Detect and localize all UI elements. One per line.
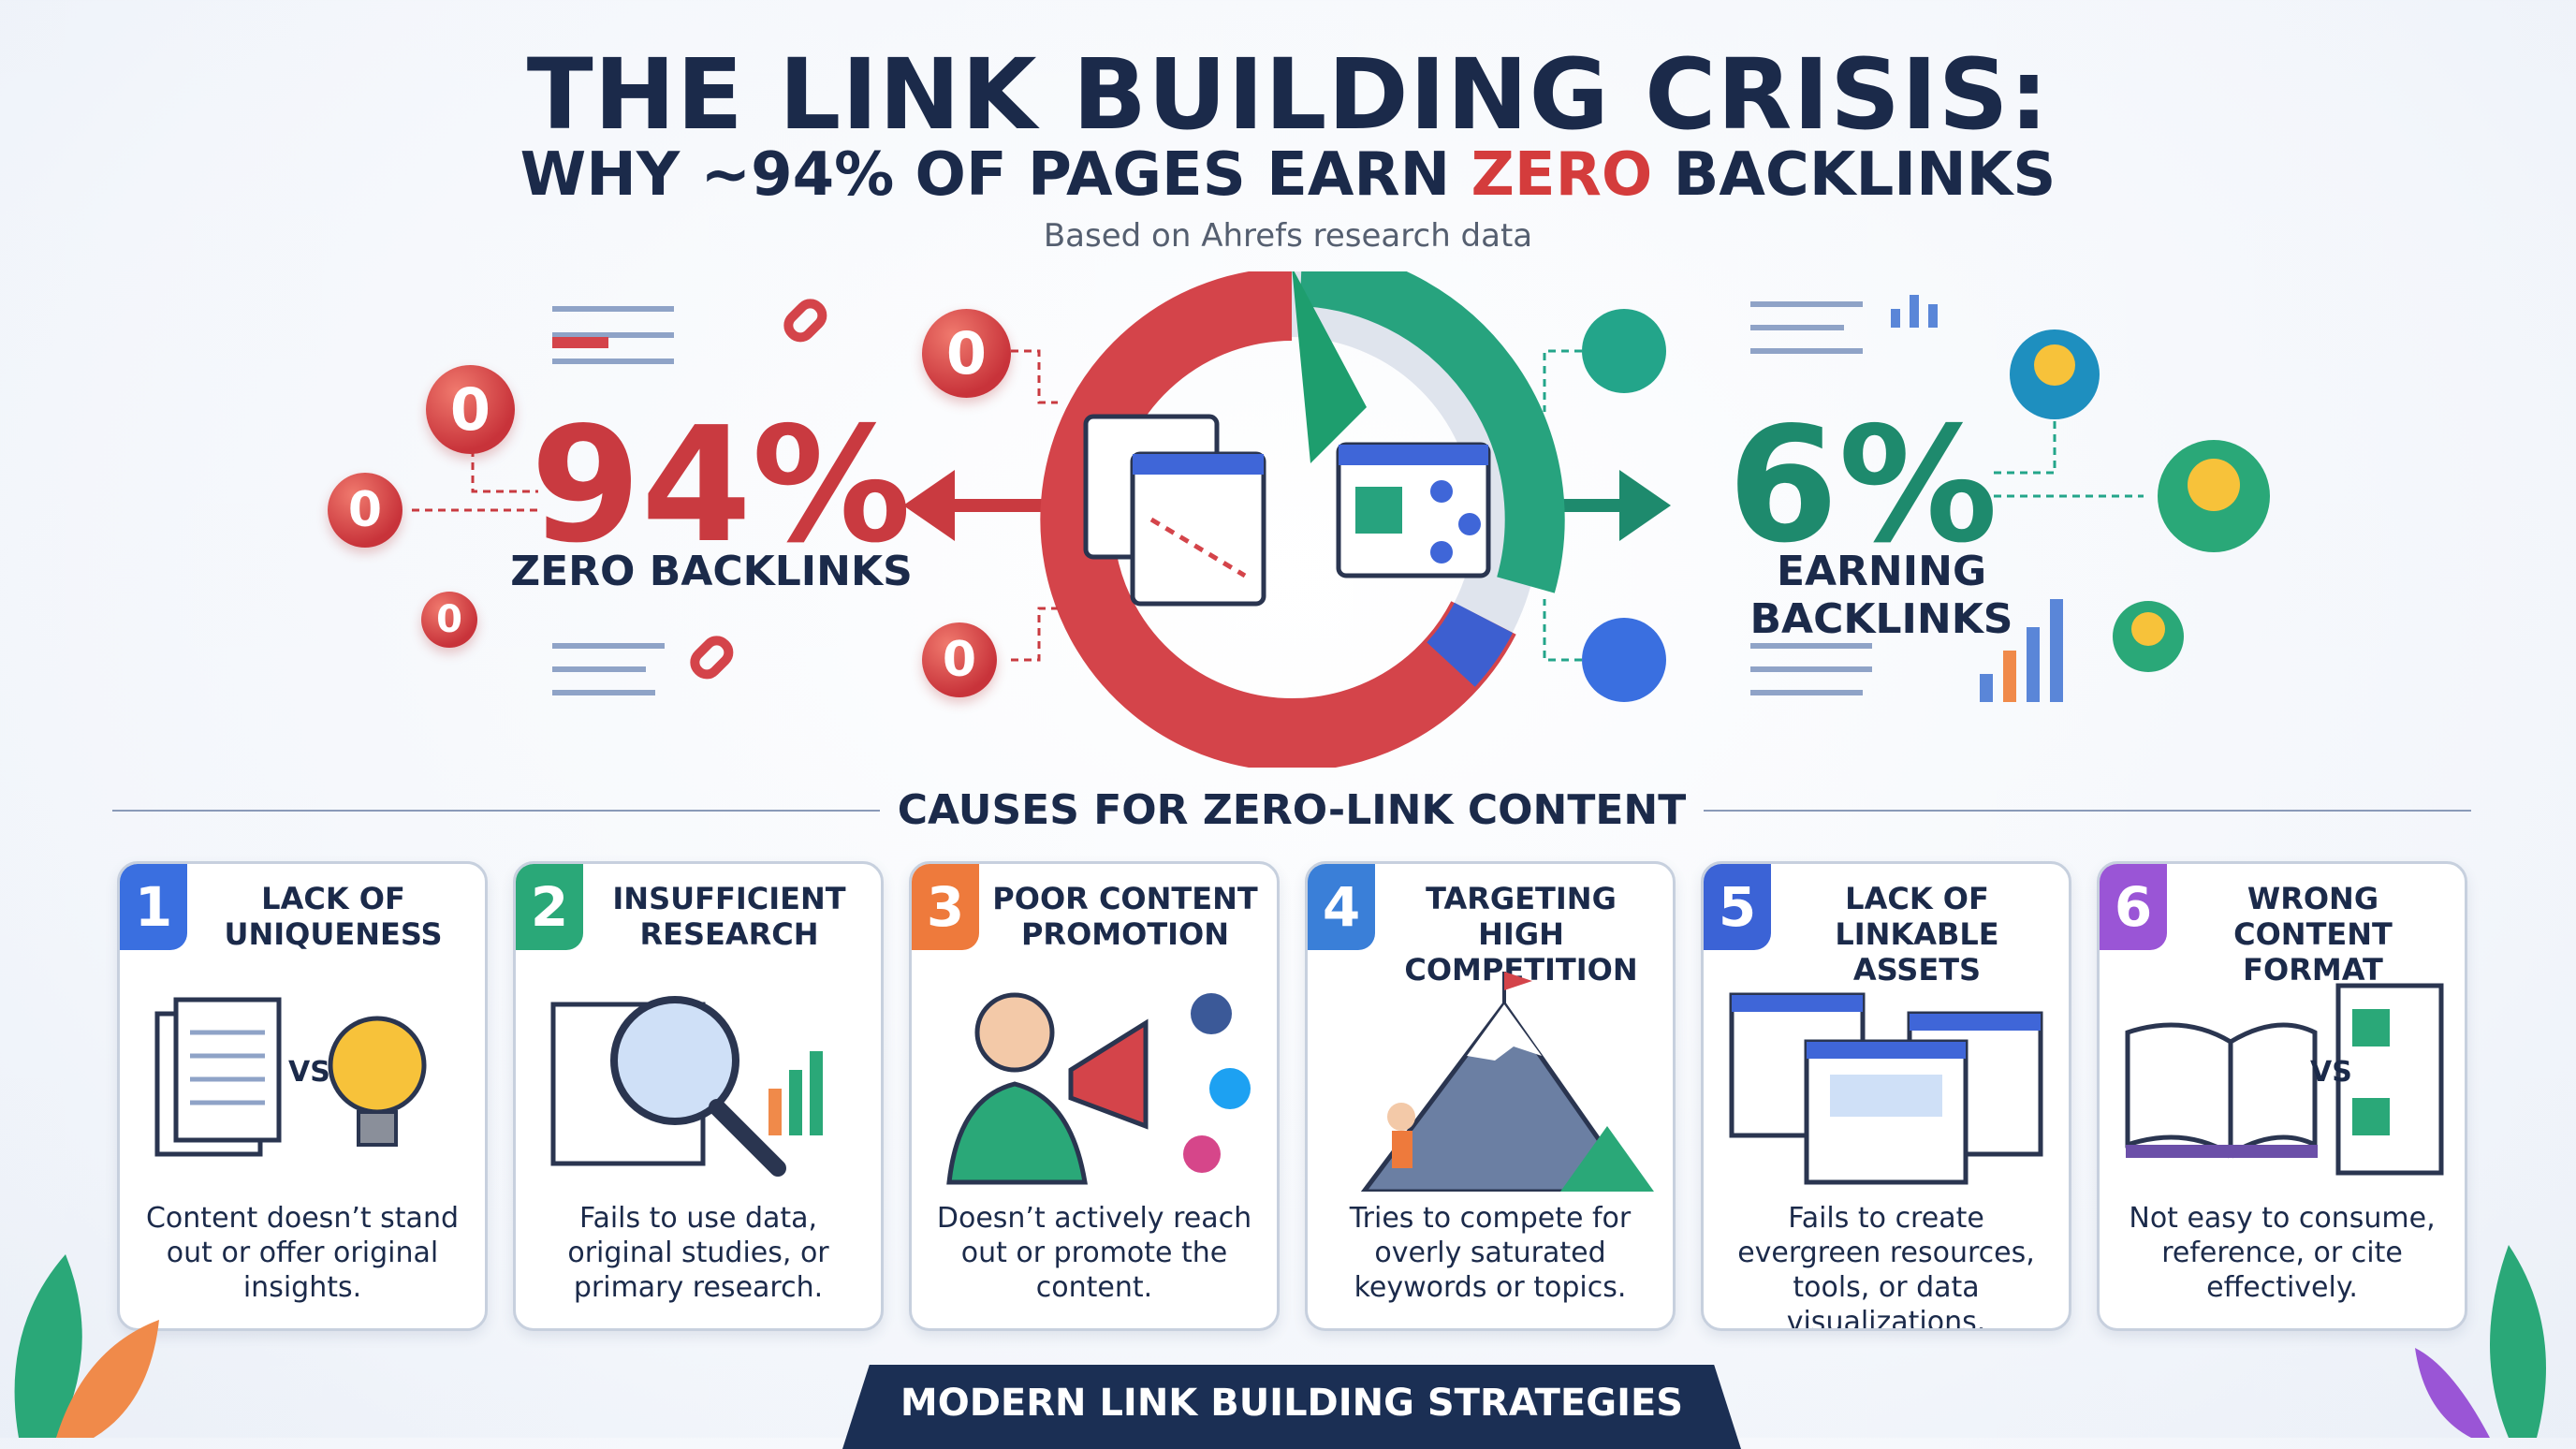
cause-title: INSUFFICIENT RESEARCH <box>612 881 846 952</box>
earning-backlinks-label: EARNING BACKLINKS <box>1749 548 2013 643</box>
cause-title: POOR CONTENT PROMOTION <box>992 881 1258 952</box>
subtitle-post: BACKLINKS <box>1652 140 2056 210</box>
leaf-decoration-icon <box>2415 1245 2546 1438</box>
cause-card: 5 LACK OF LINKABLE ASSETS Fails to create … <box>1701 861 2071 1331</box>
source-note: Based on Ahrefs research data <box>1043 217 1533 255</box>
book-vs-document-icon <box>2125 983 2444 1176</box>
divider <box>1704 810 2471 812</box>
subtitle-highlight: ZERO <box>1471 140 1653 210</box>
cause-description: Fails to create evergreen resources, too… <box>1737 1202 2035 1331</box>
zero-badge: 0 <box>922 622 997 697</box>
zero-badge: 0 <box>426 365 515 454</box>
browser-window-icon <box>1336 442 1491 578</box>
cause-number: 3 <box>912 864 979 950</box>
cause-description: Doesn’t actively reach out or promote th… <box>936 1202 1252 1304</box>
donut-segment-earning <box>1299 271 1565 593</box>
zero-backlinks-percent: 94% <box>530 393 912 578</box>
zero-backlinks-label: ZERO BACKLINKS <box>510 548 913 595</box>
cause-card: 2 INSUFFICIENT RESEARCH Fails to use data,… <box>513 861 884 1331</box>
vs-label: VS <box>2310 1056 2352 1089</box>
vs-label: VS <box>288 1056 330 1089</box>
mountain-icon <box>1360 972 1654 1192</box>
cause-number: 5 <box>1704 864 1771 950</box>
cause-card: 6 WRONG CONTENT FORMAT VS Not easy to consu… <box>2097 861 2467 1331</box>
leaf-decoration-icon <box>14 1254 159 1438</box>
zero-badge: 0 <box>421 592 477 648</box>
cause-title: WRONG CONTENT FORMAT <box>2233 881 2393 988</box>
subtitle-pre: WHY ~94% OF PAGES EARN <box>520 140 1471 210</box>
cause-description: Content doesn’t stand out or offer origi… <box>145 1202 459 1304</box>
donut-segment-zero <box>1040 271 1516 768</box>
document-vs-lightbulb-icon <box>154 997 427 1157</box>
browser-window-icon <box>1729 992 2043 1185</box>
cause-number: 2 <box>516 864 583 950</box>
page-subtitle: WHY ~94% OF PAGES EARN ZERO BACKLINKS <box>0 140 2576 210</box>
zero-badge: 0 <box>328 473 402 548</box>
strategies-banner[interactable]: MODERN LINK BUILDING STRATEGIES <box>842 1365 1741 1449</box>
donut-chart <box>1040 271 1565 768</box>
causes-title: CAUSES FOR ZERO-LINK CONTENT <box>897 786 1687 834</box>
magnifier-icon <box>550 996 823 1177</box>
cause-number: 1 <box>120 864 187 950</box>
megaphone-icon <box>946 992 1251 1185</box>
lightbulb-icon <box>2010 329 2270 672</box>
earning-backlinks-percent: 6% <box>1727 393 1998 578</box>
broken-link-icon <box>690 299 827 680</box>
left-arrow-icon <box>903 470 1058 541</box>
cause-description: Fails to use data, original studies, or … <box>567 1202 829 1304</box>
link-icon <box>1582 309 1666 702</box>
divider <box>112 810 880 812</box>
cause-description: Tries to compete for overly saturated ke… <box>1349 1202 1632 1304</box>
cause-number: 6 <box>2100 864 2167 950</box>
hero-graphic <box>412 271 2270 768</box>
page-title: THE LINK BUILDING CRISIS: <box>526 37 2050 152</box>
cause-card: 1 LACK OF UNIQUENESS VS Content doesn’t sta… <box>117 861 488 1331</box>
cause-number: 4 <box>1308 864 1375 950</box>
cause-title: LACK OF UNIQUENESS <box>224 881 443 952</box>
cause-description: Not easy to consume, reference, or cite … <box>2129 1202 2436 1304</box>
bar-chart-icon <box>1891 295 2063 702</box>
zero-badge: 0 <box>922 309 1011 398</box>
browser-window-icon <box>1083 414 1266 607</box>
cause-title: LACK OF LINKABLE ASSETS <box>1835 881 1999 988</box>
